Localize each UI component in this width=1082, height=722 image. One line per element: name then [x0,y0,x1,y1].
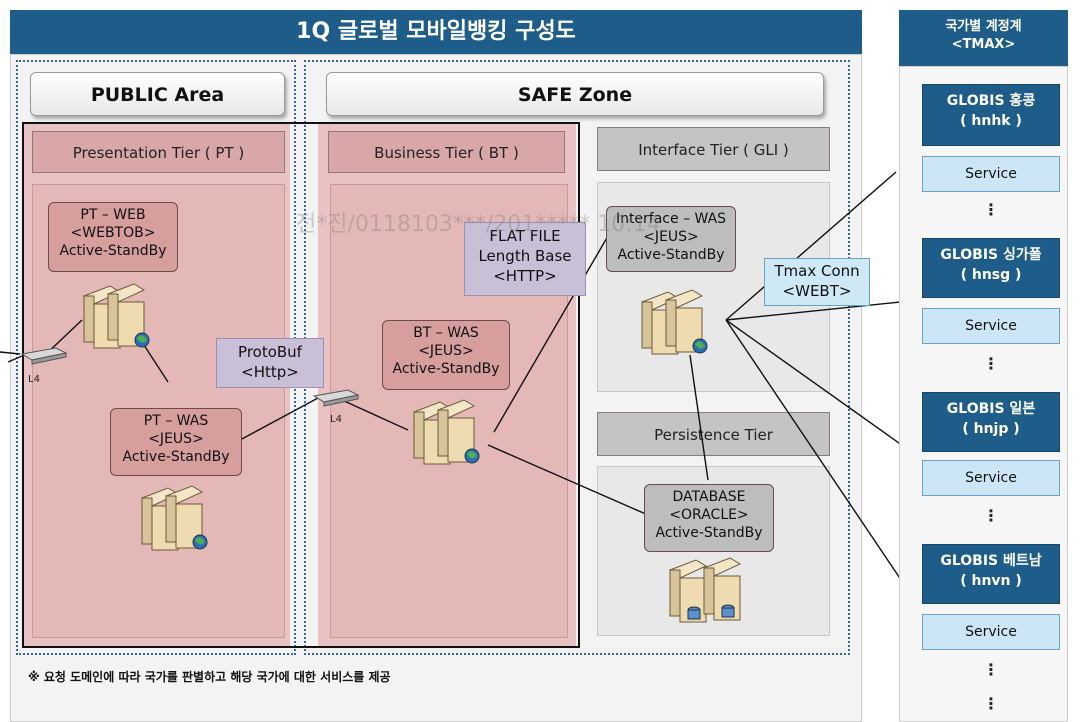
globis-sg-box: GLOBIS 싱가폴 ( hnsg ) [922,238,1060,298]
globis-hk-name: GLOBIS 홍콩 [946,93,1036,109]
tmax-conn-name: Tmax Conn [774,262,860,280]
country-core-subtitle: <TMAX> [951,37,1016,52]
bt-was-label: BT – WAS <JEUS> Active-StandBy [382,320,510,390]
business-tier-header: Business Tier ( BT ) [328,131,565,173]
pt-was-label: PT – WAS <JEUS> Active-StandBy [110,408,242,476]
pt-web-product: <WEBTOB> [70,225,156,241]
globis-sg-more: ⋮ [983,354,999,373]
tmax-conn-label: Tmax Conn <WEBT> [764,258,870,306]
database-label: DATABASE <ORACLE> Active-StandBy [644,484,774,552]
globis-jp-name: GLOBIS 일본 [946,401,1036,417]
safe-zone-label: SAFE Zone [326,72,824,116]
globis-hk-code: ( hnhk ) [960,113,1022,129]
globis-sg-name: GLOBIS 싱가폴 [940,247,1042,263]
pt-was-name: PT – WAS [143,413,209,429]
watermark-text: 전*진/0118103***/201***** 10:14 [296,212,661,237]
pt-web-label: PT – WEB <WEBTOB> Active-StandBy [48,202,178,272]
country-core-title: 국가별 계정계 [945,19,1022,34]
pt-web-name: PT – WEB [80,207,146,223]
country-core-header: 국가별 계정계 <TMAX> [899,10,1068,66]
database-product: <ORACLE> [669,507,749,523]
globis-vn-box: GLOBIS 베트남 ( hnvn ) [922,544,1060,604]
globis-hk-more: ⋮ [983,200,999,219]
database-server-icon [669,557,742,623]
globis-hk-box: GLOBIS 홍콩 ( hnhk ) [922,84,1060,146]
protobuf-transport: <Http> [241,363,299,381]
bt-was-name: BT – WAS [413,325,479,341]
bt-was-server-icon [413,399,480,465]
bt-was-product: <JEUS> [418,343,474,359]
flatfile-label: FLAT FILE Length Base <HTTP> [464,222,586,296]
l4-switch-middle-icon [312,389,360,407]
pt-was-server-icon [141,485,208,551]
globis-sg-service: Service [922,308,1060,344]
l4-switch-left-icon [20,347,68,365]
globis-jp-more: ⋮ [983,506,999,525]
globis-vn-service: Service [922,614,1060,650]
bt-was-mode: Active-StandBy [392,361,500,377]
globis-vn-more-1: ⋮ [983,660,999,679]
flatfile-format: Length Base [478,247,572,265]
interface-was-name: Interface – WAS [615,211,727,227]
globis-jp-service: Service [922,460,1060,496]
interface-was-product: <JEUS> [643,229,699,245]
tmax-conn-transport: <WEBT> [782,282,852,300]
pt-was-mode: Active-StandBy [122,449,230,465]
globis-vn-code: ( hnvn ) [960,573,1022,589]
pt-was-product: <JEUS> [148,431,204,447]
globis-sg-code: ( hnsg ) [960,267,1022,283]
globis-hk-service: Service [922,156,1060,192]
pt-bt-outline [22,122,580,648]
interface-was-server-icon [641,289,708,355]
presentation-tier-header: Presentation Tier ( PT ) [32,131,285,173]
public-area-label: PUBLIC Area [30,72,285,116]
flatfile-transport: <HTTP> [493,267,557,285]
pt-web-server-icon [83,283,150,349]
protobuf-label: ProtoBuf <Http> [216,338,324,388]
persistence-tier-header: Persistence Tier [597,412,830,456]
globis-vn-name: GLOBIS 베트남 [940,553,1042,569]
interface-tier-header: Interface Tier ( GLI ) [597,127,830,171]
footnote: ※ 요청 도메인에 따라 국가를 판별하고 해당 국가에 대한 서비스를 제공 [28,670,391,684]
interface-was-label: Interface – WAS <JEUS> Active-StandBy [606,206,736,272]
database-mode: Active-StandBy [655,525,763,541]
protobuf-name: ProtoBuf [238,343,302,361]
diagram-title: 1Q 글로벌 모바일뱅킹 구성도 [10,10,862,54]
pt-web-mode: Active-StandBy [59,243,167,259]
database-name: DATABASE [672,489,746,505]
globis-jp-box: GLOBIS 일본 ( hnjp ) [922,392,1060,452]
l4-left-label: L4 [28,374,40,385]
flatfile-name: FLAT FILE [489,227,561,245]
interface-was-mode: Active-StandBy [617,247,725,263]
l4-middle-label: L4 [330,414,342,425]
globis-vn-more-2: ⋮ [983,694,999,713]
globis-jp-code: ( hnjp ) [962,421,1020,437]
